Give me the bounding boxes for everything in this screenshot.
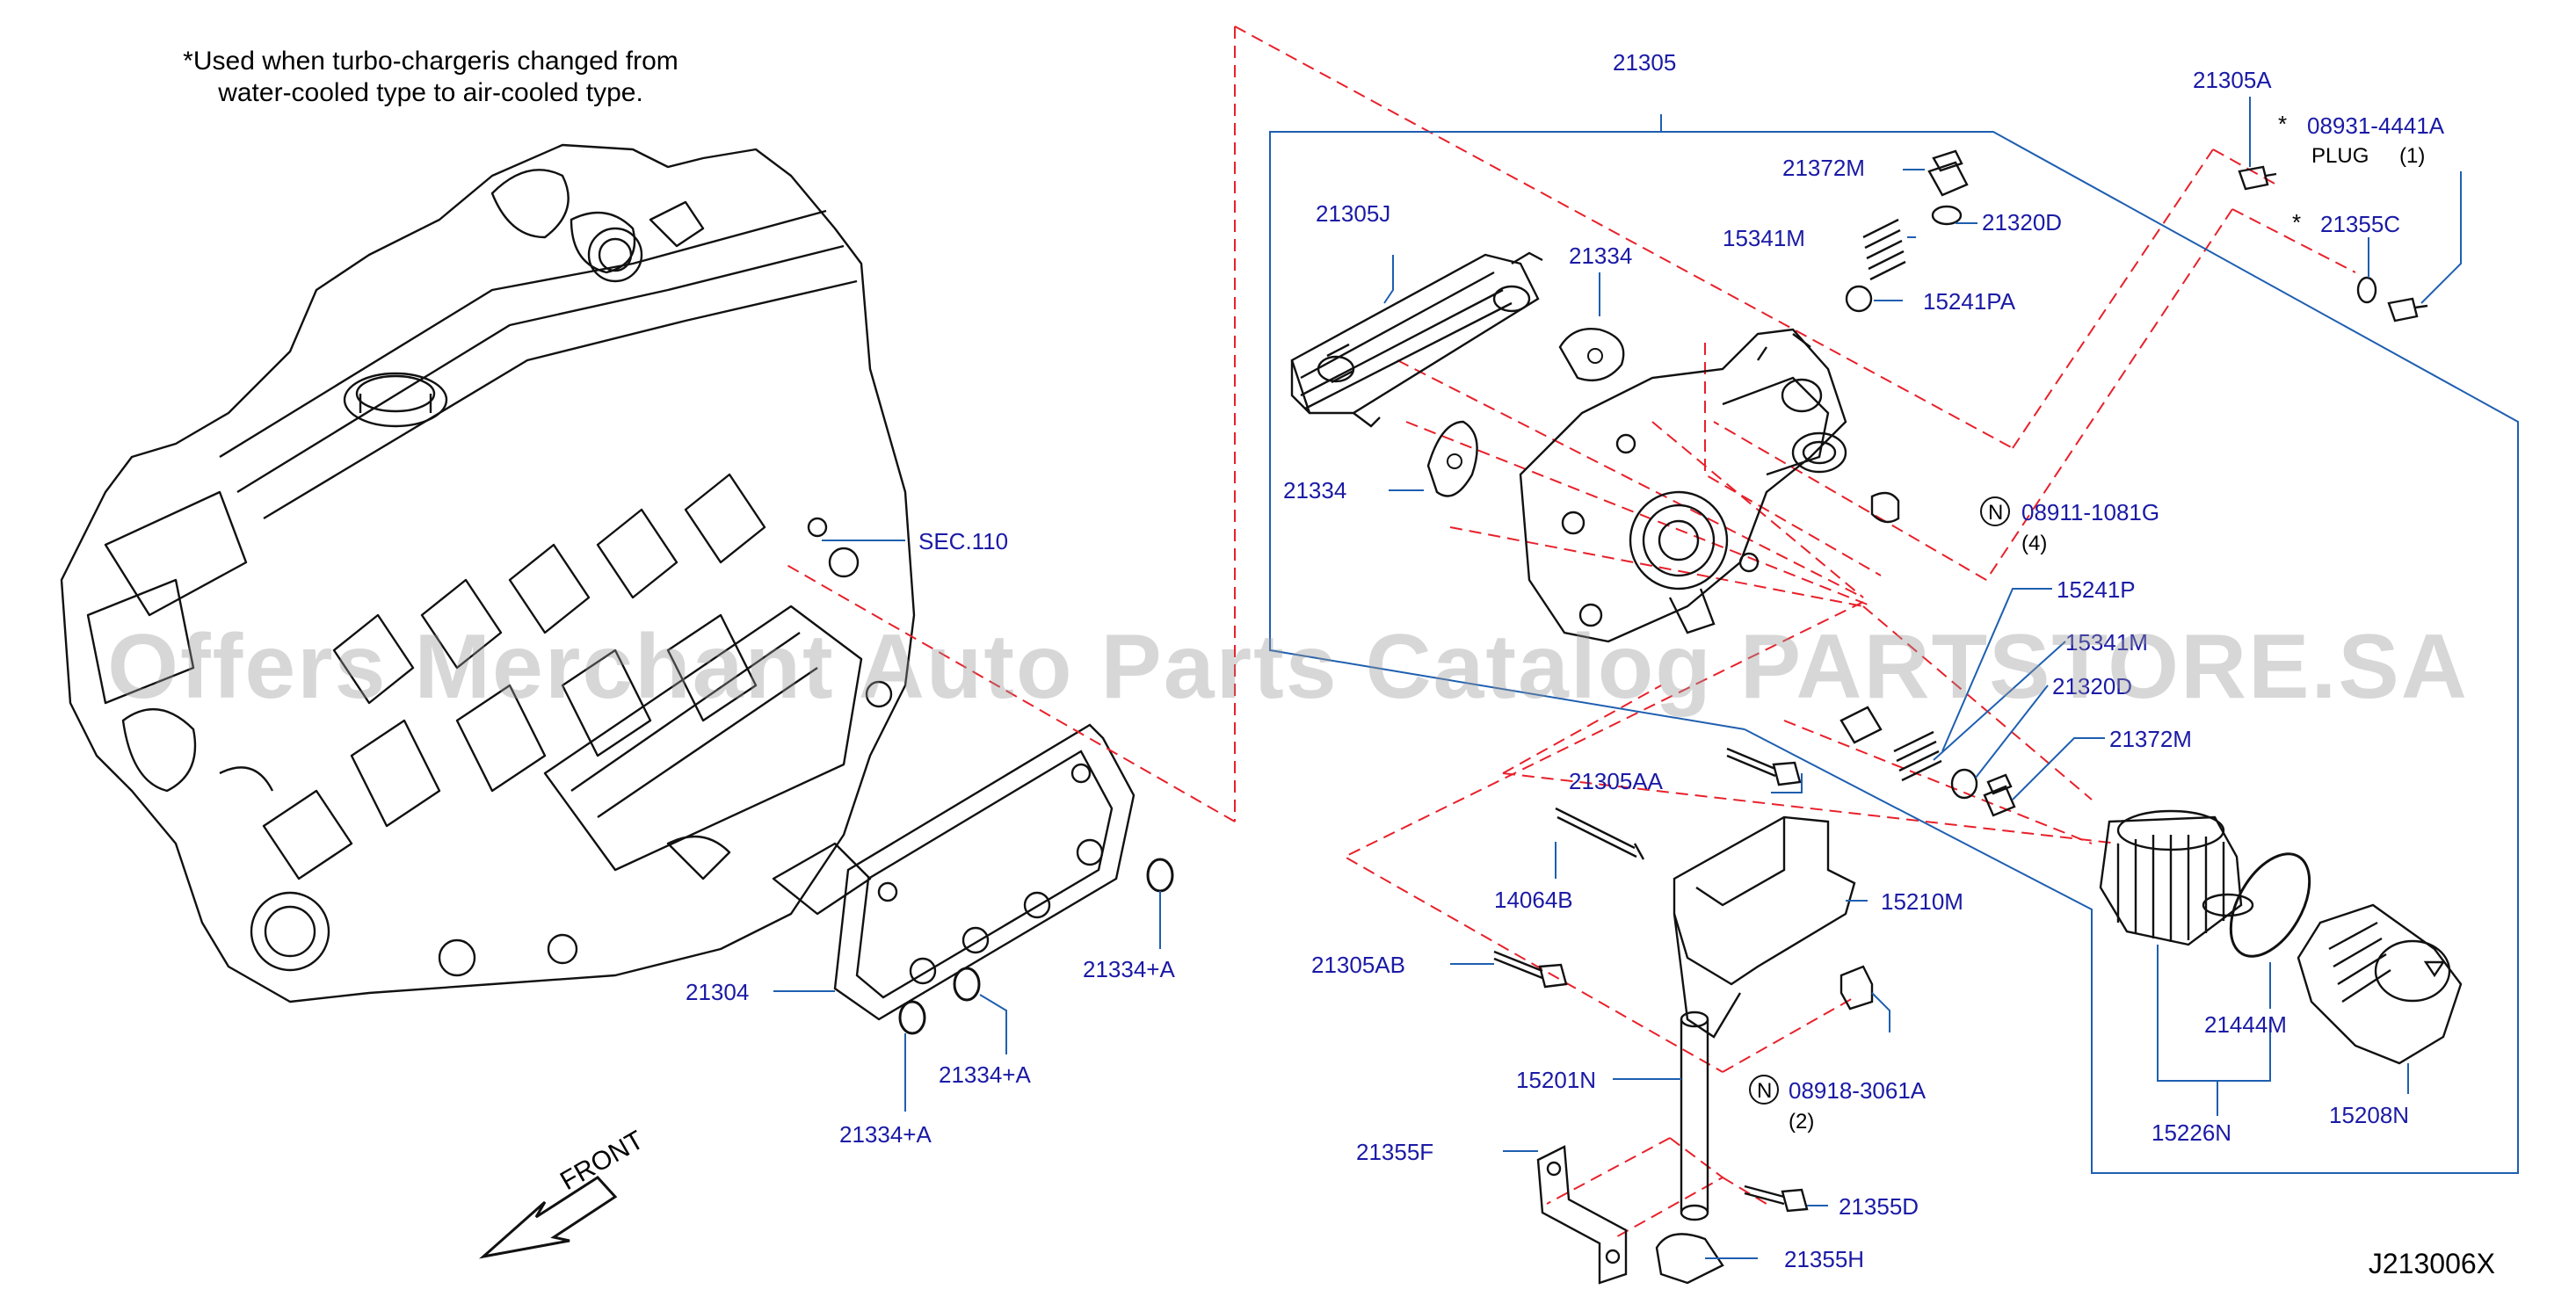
label-21334a-1: 21334+A	[839, 1121, 932, 1148]
asterisk-21355c: *	[2292, 209, 2301, 235]
label-plug: PLUG	[2311, 144, 2369, 168]
leader-15241p	[1941, 588, 2052, 752]
label-21355c: 21355C	[2320, 211, 2400, 237]
qty-08918: (2)	[1789, 1110, 1814, 1134]
usage-note-line2: water-cooled type to air-cooled type.	[218, 78, 643, 107]
label-08918: 08918-3061A	[1789, 1077, 1927, 1104]
asterisk-08931: *	[2278, 111, 2287, 137]
o-ring-21334a-1	[898, 1000, 926, 1035]
n-badge-08918-letter: N	[1757, 1079, 1772, 1103]
label-21320d-2: 21320D	[2052, 673, 2132, 699]
label-21320d: 21320D	[1982, 209, 2062, 235]
plug-bolts-drawing	[2238, 165, 2428, 322]
label-15210m: 15210M	[1881, 888, 1963, 915]
engine-block-drawing	[60, 143, 916, 1003]
label-21305j: 21305J	[1316, 200, 1390, 227]
oil-cooler-drawing	[1290, 251, 1543, 428]
label-08911: 08911-1081G	[2021, 499, 2159, 525]
lower-hardware-drawing	[1493, 747, 1874, 1285]
gasket-21334-lower-hole	[1447, 453, 1462, 469]
label-15201n: 15208N	[2329, 1102, 2409, 1128]
front-direction-arrow	[478, 1176, 618, 1259]
label-21305: 21305	[1613, 49, 1676, 76]
assembly-callout-frame	[1269, 114, 2519, 1174]
leader-08918	[1871, 992, 1890, 1032]
label-21372m-top: 21372M	[1782, 155, 1865, 181]
n-badge-08911	[1980, 496, 2010, 526]
gasket-21334-upper-hole	[1587, 348, 1603, 364]
label-21355h: 21355H	[1784, 1246, 1864, 1272]
label-21304: 21304	[686, 979, 749, 1005]
leader-21334a-2	[979, 994, 1007, 1054]
n-badge-08911-letter: N	[1988, 501, 2003, 525]
filter-cartridge-15201n	[2297, 903, 2463, 1065]
watermark: Offers Merchant Auto Parts Catalog PARTS…	[107, 616, 2469, 718]
label-21334-upper: 21334	[1569, 243, 1632, 269]
oil-filter-bracket-drawing	[1519, 328, 1847, 643]
leader-15341m-2	[1933, 641, 2066, 761]
qty-plug: (1)	[2399, 144, 2425, 168]
label-21334a-2: 21334+A	[939, 1061, 1031, 1088]
label-15241pa: 15241PA	[1923, 288, 2016, 315]
relief-valve-parts-middle	[1839, 706, 2016, 817]
oil-filter-drawing	[2099, 809, 2254, 946]
gasket-21334-lower	[1426, 420, 1478, 497]
front-label: FRONT	[555, 1126, 649, 1196]
oil-cooler-gasket-drawing	[833, 723, 1136, 1021]
label-21334-lower: 21334	[1283, 477, 1346, 503]
label-21355d: 21355D	[1839, 1193, 1919, 1220]
leader-21372m-2	[2012, 737, 2105, 801]
label-08931: 08931-4441A	[2307, 112, 2445, 139]
label-15208n: 15226N	[2152, 1119, 2231, 1146]
filter-o-ring-15226n	[2229, 852, 2311, 958]
dashed-reference-lines	[781, 25, 2356, 1240]
label-15226n: 21444M	[2204, 1011, 2287, 1038]
relief-valve-parts-top	[1845, 149, 1969, 313]
label-15341m-2: 15341M	[2065, 629, 2148, 656]
leader-15208n	[2157, 945, 2271, 1082]
gasket-21334-upper	[1558, 328, 1625, 382]
label-21305aa: 21305AA	[1569, 768, 1664, 794]
qty-08911: (4)	[2021, 532, 2047, 555]
label-21305ab: 21305AB	[1311, 952, 1405, 978]
label-15341m: 15341M	[1723, 225, 1805, 251]
label-21305a: 21305A	[2193, 67, 2272, 93]
o-ring-21334a-3	[1146, 858, 1174, 893]
label-15241p: 15241P	[2057, 576, 2136, 603]
label-sec110: SEC.110	[918, 528, 1008, 554]
label-21355f: 21355F	[1356, 1139, 1433, 1165]
usage-note-line1: *Used when turbo-chargeris changed from	[183, 47, 678, 76]
leader-21305j	[1383, 255, 1394, 304]
leader-08931	[2420, 171, 2462, 304]
label-21444m: 15201N	[1516, 1067, 1596, 1093]
diagram-code: J213006X	[2368, 1248, 2495, 1279]
label-21372m-2: 21372M	[2109, 726, 2192, 752]
label-21334a-3: 21334+A	[1083, 956, 1175, 982]
o-ring-21334a-2	[953, 967, 981, 1002]
leader-21320d-2	[1975, 685, 2049, 779]
leader-21305aa	[1771, 773, 1803, 793]
n-badge-08918	[1749, 1075, 1779, 1105]
usage-note: *Used when turbo-chargeris changed from …	[114, 46, 747, 109]
label-14064b: 14064B	[1494, 887, 1573, 913]
nut-08911	[1870, 491, 1900, 524]
